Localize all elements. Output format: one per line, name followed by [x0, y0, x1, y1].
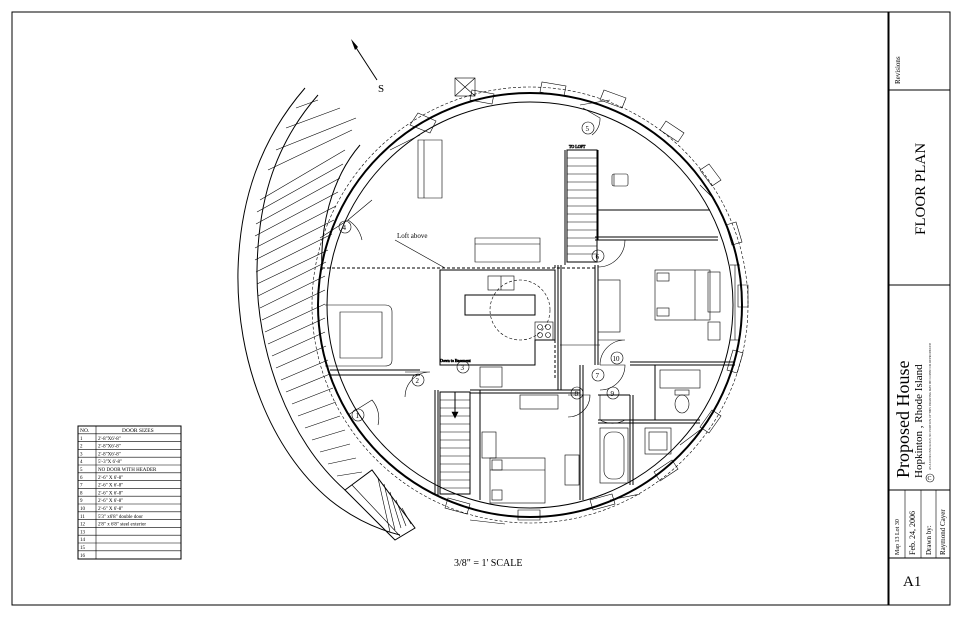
door-tag-7: 7	[591, 368, 605, 382]
dimension-lines	[389, 99, 740, 525]
loft-stair: TO LOFT	[566, 144, 598, 263]
schedule-row-size: 2'-6" X 6'-8"	[98, 491, 123, 496]
north-arrow: S	[351, 39, 384, 95]
door-tag-3: 3	[456, 360, 470, 374]
schedule-row-no: 12	[80, 523, 86, 528]
loft-label: Loft above	[397, 232, 428, 240]
drawing-date: Feb. 24, 2006	[908, 511, 917, 555]
schedule-row-size: 2'-6" X 6'-8"	[98, 476, 123, 481]
door-schedule: NO. DOOR SIZES 1 2'-8"X6'-8" 2 2'-8"X6'-8" 3 2'…	[77, 425, 182, 560]
title-block-frame	[888, 11, 951, 606]
kitchen	[439, 269, 559, 410]
schedule-row-no: 14	[80, 538, 86, 543]
svg-text:C: C	[928, 476, 932, 482]
project-location: Hopkinton , Rhode Island	[913, 364, 925, 478]
sheet-title: FLOOR PLAN	[913, 143, 929, 235]
door-swings	[319, 107, 626, 426]
schedule-row-no: 11	[80, 515, 85, 520]
schedule-row-no: 6	[80, 476, 83, 481]
bedroom-south	[481, 431, 580, 504]
schedule-row-size: 2'-6" X 6'-8"	[98, 507, 123, 512]
drawn-by-label: Drawn by:	[925, 525, 933, 555]
schedule-row-no: 13	[80, 530, 86, 535]
schedule-row-size: 2'-8"X6'-8"	[98, 445, 121, 450]
schedule-header-size: DOOR SIZES	[122, 428, 154, 434]
svg-text:2: 2	[416, 377, 420, 385]
schedule-row-no: 5	[80, 468, 83, 473]
svg-text:4: 4	[343, 224, 347, 232]
svg-text:10: 10	[613, 355, 621, 363]
fridge	[479, 366, 503, 388]
chair	[611, 173, 629, 187]
schedule-row-no: 8	[80, 491, 83, 496]
schedule-row-size: 2'8" x 6'8" steel exterior	[98, 523, 146, 528]
schedule-row-size: 2'-8"X6'-8"	[98, 452, 121, 457]
schedule-row-no: 3	[80, 452, 83, 457]
north-arrow-label: S	[378, 83, 384, 95]
door-tags: 1 2 3 4 5 6 7 8	[338, 121, 624, 422]
schedule-row-no: 1	[80, 437, 83, 442]
vanity-sink	[644, 427, 672, 455]
door-tag-10: 10	[610, 351, 624, 365]
basement-stair: Down to Basement	[439, 358, 472, 495]
door-tag-2: 2	[411, 373, 425, 387]
door-tag-8: 8	[570, 386, 584, 400]
svg-text:9: 9	[611, 390, 615, 398]
drafter-name: Raymond Cayer	[939, 509, 947, 555]
living-furniture	[325, 139, 541, 367]
svg-text:6: 6	[596, 253, 600, 261]
down-to-basement-label: Down to Basement	[440, 358, 472, 363]
revisions-label: Revisions	[894, 56, 902, 84]
schedule-row-no: 15	[80, 546, 86, 551]
copyright-note: AS A CONCONSOLOGY, NO PORTION OF THIS DR…	[928, 342, 933, 470]
map-lot: Map 13 Lot 30	[895, 519, 901, 555]
to-loft-label: TO LOFT	[569, 144, 586, 149]
deck	[237, 87, 401, 536]
sheet-border	[11, 11, 889, 606]
door-tag-9: 9	[606, 386, 620, 400]
bedroom-east	[597, 269, 721, 341]
schedule-row-no: 9	[80, 499, 83, 504]
bathtub	[599, 427, 629, 484]
schedule-row-size: NO DOOR WITH HEADER	[98, 468, 157, 473]
door-tag-1: 1	[351, 408, 365, 422]
svg-text:3: 3	[461, 364, 465, 372]
svg-text:1: 1	[356, 412, 360, 420]
schedule-row-no: 2	[80, 445, 83, 450]
svg-text:7: 7	[596, 372, 600, 380]
schedule-row-no: 10	[80, 507, 86, 512]
schedule-row-no: 7	[80, 484, 83, 489]
bathroom	[599, 369, 701, 484]
scale-note: 3/8" = 1' SCALE	[454, 558, 522, 569]
svg-text:8: 8	[575, 390, 579, 398]
door-tag-6: 6	[591, 249, 605, 263]
door-tag-4: 4	[338, 220, 352, 234]
schedule-row-size: 2'-8"X6'-8"	[98, 437, 121, 442]
schedule-row-no: 4	[80, 460, 83, 465]
schedule-row-size: 2'-6" X 6'-8"	[98, 484, 123, 489]
door-tag-5: 5	[581, 121, 595, 135]
schedule-row-size: 2'-6" X 6'-8"	[98, 499, 123, 504]
schedule-header-no: NO.	[80, 428, 90, 434]
window-panels	[409, 77, 749, 521]
stove	[534, 321, 554, 341]
exterior-stair	[344, 469, 416, 541]
schedule-row-no: 16	[80, 554, 86, 559]
project-name: Proposed House	[893, 360, 913, 478]
schedule-row-size: 5'3" x6'8" double door	[98, 515, 143, 520]
toilet	[674, 394, 690, 414]
schedule-row-size: 5'-3"X 6'-8"	[98, 460, 122, 465]
sheet-number: A1	[903, 574, 921, 590]
copyright-icon	[925, 473, 935, 483]
svg-text:5: 5	[586, 125, 590, 133]
